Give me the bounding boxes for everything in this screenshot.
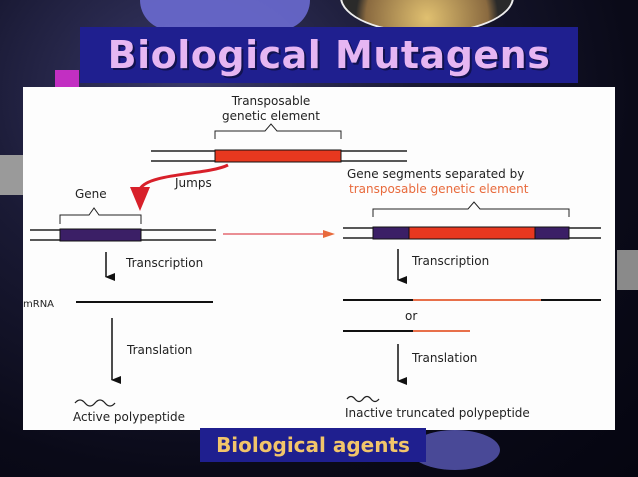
segments-bracket [372, 201, 570, 217]
gene-label: Gene [75, 187, 107, 201]
slide-title: Biological Mutagens [107, 33, 551, 77]
transposable-label-line2: genetic element [222, 109, 320, 123]
gene-segment-right [534, 226, 570, 240]
background-blob-purple [140, 0, 310, 30]
right-translation-label: Translation [411, 351, 477, 365]
title-bar: Biological Mutagens [80, 27, 578, 83]
active-polypeptide-label: Active polypeptide [73, 410, 185, 424]
or-label: or [405, 309, 417, 323]
caption-text: Biological agents [216, 433, 410, 457]
gene-bracket [59, 207, 142, 224]
inactive-polypeptide-label: Inactive truncated polypeptide [345, 406, 530, 420]
diagram-panel: Transposable genetic element Jumps Gene … [23, 87, 615, 430]
insertion-arrowhead [323, 230, 335, 238]
background-square-right [617, 250, 638, 290]
gene-segment-left [372, 226, 410, 240]
jumps-label: Jumps [174, 176, 212, 190]
left-translation-label: Translation [126, 343, 192, 357]
jump-arrowhead [130, 187, 150, 211]
transposon-diagram: Transposable genetic element Jumps Gene … [23, 94, 601, 424]
segments-label-line1: Gene segments separated by [347, 167, 524, 181]
inserted-transposon-block [408, 226, 536, 240]
active-polypeptide-chain [74, 399, 116, 407]
right-transcription-label: Transcription [411, 254, 489, 268]
transposable-label-line1: Transposable [231, 94, 311, 108]
jump-arrow-curve [138, 163, 229, 190]
transposable-element-block [214, 149, 342, 163]
segments-label-line2: transposable genetic element [349, 182, 529, 196]
background-square-gray [0, 155, 25, 195]
transposable-bracket [214, 123, 342, 139]
mrna-label: mRNA [23, 299, 54, 310]
left-transcription-label: Transcription [125, 256, 203, 270]
caption-box: Biological agents [200, 428, 426, 462]
gene-block [59, 228, 142, 242]
inactive-polypeptide-chain [346, 395, 380, 403]
